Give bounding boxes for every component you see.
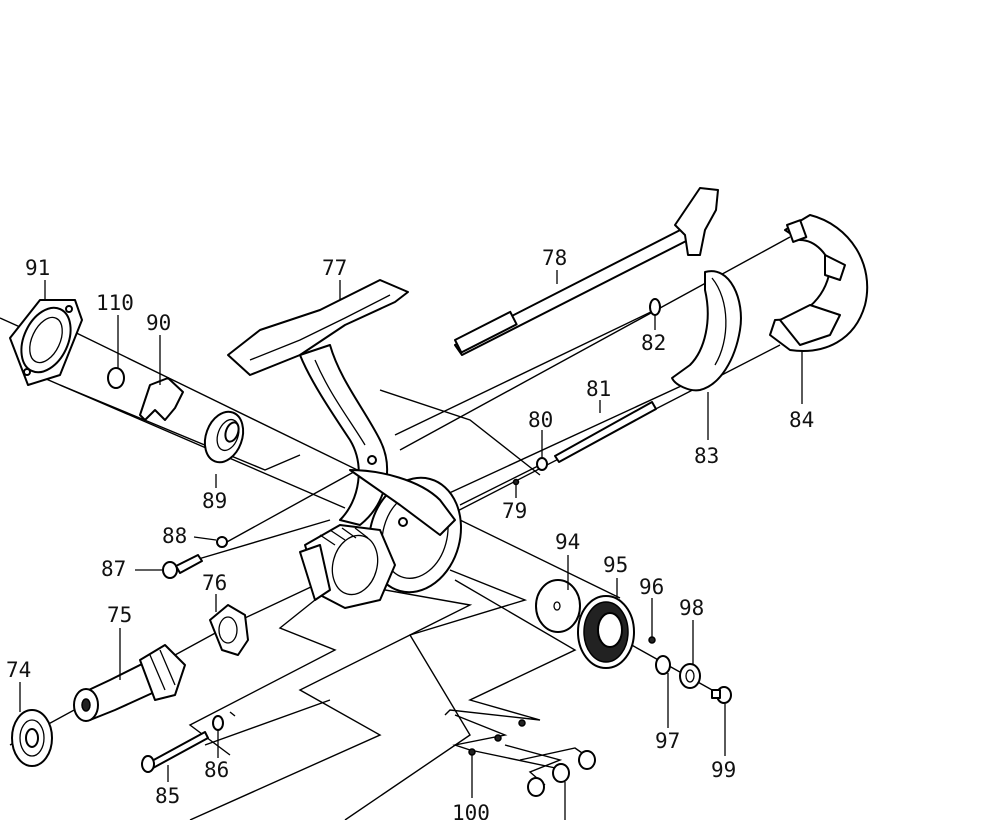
part-91-flange-cap: [9, 299, 83, 386]
callout-77: 77: [322, 256, 347, 280]
part-80-nut: [536, 457, 548, 471]
callout-90: 90: [146, 311, 171, 335]
callout-91: 91: [25, 256, 50, 280]
part-95-drive-gear: [577, 595, 635, 669]
callout-100: 100: [452, 801, 490, 820]
leader-lines: [19, 270, 803, 820]
part-85-screw: [141, 731, 209, 773]
callout-82: 82: [641, 331, 666, 355]
callout-81: 81: [586, 377, 611, 401]
callout-75: 75: [107, 603, 132, 627]
callout-79: 79: [502, 499, 527, 523]
part-82-washer: [649, 298, 661, 316]
callout-86: 86: [204, 758, 229, 782]
part-90-clip: [139, 377, 184, 421]
callout-97: 97: [655, 729, 680, 753]
part-88-washer: [216, 536, 228, 548]
part-96-pin: [648, 636, 656, 644]
part-75-pinion: [73, 644, 186, 722]
part-86-washer: [212, 715, 224, 731]
part-front-gear-housing: [299, 524, 396, 609]
part-97-ring: [655, 655, 671, 675]
callout-88: 88: [162, 524, 187, 548]
callout-99: 99: [711, 758, 736, 782]
part-84-cover: [769, 214, 869, 352]
part-79-pin: [512, 478, 520, 486]
callout-87: 87: [101, 557, 126, 581]
part-83-side-plate: [671, 270, 742, 392]
part-89-bearing: [203, 410, 245, 464]
part-100-bolts: [468, 719, 596, 797]
callout-94: 94: [555, 530, 580, 554]
part-98-bearing: [679, 663, 701, 689]
callout-numbers: 91 110 90 77 78 82 81 80 79 83 84 89 88 …: [6, 246, 814, 820]
part-78-shaft: [454, 187, 719, 356]
callout-110: 110: [96, 291, 134, 315]
callout-84: 84: [789, 408, 814, 432]
part-87-screw: [162, 554, 203, 579]
part-94-washer: [535, 579, 581, 633]
callout-74: 74: [6, 658, 31, 682]
callout-78: 78: [542, 246, 567, 270]
callout-80: 80: [528, 408, 553, 432]
part-76-bushing: [209, 604, 249, 656]
callout-76: 76: [202, 571, 227, 595]
callout-96: 96: [639, 575, 664, 599]
callout-98: 98: [679, 596, 704, 620]
callout-95: 95: [603, 553, 628, 577]
part-110-o-ring: [107, 367, 125, 389]
part-74-bearing: [11, 709, 53, 767]
callout-83: 83: [694, 444, 719, 468]
part-81-pin: [554, 401, 657, 463]
callout-85: 85: [155, 784, 180, 808]
part-99-screw: [711, 686, 732, 704]
callout-89: 89: [202, 489, 227, 513]
